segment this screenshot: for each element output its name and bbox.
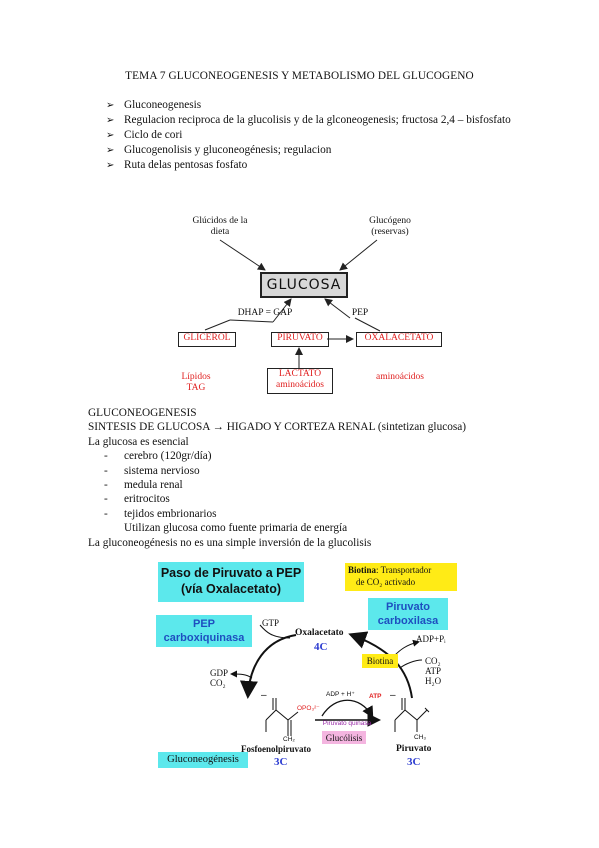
pyruvate-to-pep-diagram: Paso de Piruvato a PEP (vía Oxalacetato)… xyxy=(150,560,460,780)
ch2-label: CH₂ xyxy=(283,736,295,743)
list-item: -medula renal xyxy=(104,479,183,492)
essential-line: La glucosa es esencial xyxy=(88,435,189,448)
gtp-label: GTP xyxy=(262,618,280,628)
glucose-sources-diagram: Glúcidos de la dieta Glucógeno (reservas… xyxy=(165,210,447,400)
glycolysis-box xyxy=(322,731,366,744)
list-item: -sistema nervioso xyxy=(104,464,200,477)
pepck-line-1: PEP xyxy=(192,618,215,630)
adp-pi-label: ADP+Pᵢ xyxy=(416,634,446,644)
section-heading: GLUCONEOGENESIS xyxy=(88,407,197,419)
ch3-label: CH₃ xyxy=(414,734,427,741)
pc-box xyxy=(368,598,448,630)
oxaloacetate-box: OXALACETATO xyxy=(356,332,442,347)
phosphate-label: OPO₃²⁻ xyxy=(297,705,320,712)
pep-product-label: Fosfoenolpiruvato xyxy=(241,744,312,754)
pyruvate-kinase-label: Piruvato quinasa xyxy=(322,720,372,727)
lipids-label: Lípidos TAG xyxy=(181,372,211,393)
amino-acids-label: aminoácidos xyxy=(375,372,424,382)
list-item: -eritrocitos xyxy=(104,493,170,506)
charge-minus-right: – xyxy=(390,690,396,701)
note-line: Utilizan glucosa como fuente primaria de… xyxy=(124,522,348,535)
list-item: -tejidos embrionarios xyxy=(104,507,217,520)
gluconeogenesis-label: Gluconeogénesis xyxy=(167,754,239,765)
atp-red-label: ATP xyxy=(369,693,382,700)
co2-left-label: CO₂ xyxy=(210,678,226,688)
pc-line-2: carboxilasa xyxy=(377,615,439,627)
diagram-arrows xyxy=(204,239,381,368)
oxaloacetate-carbons: 4C xyxy=(314,641,328,653)
topic-list: Gluconeogenesis Regulacion reciproca de … xyxy=(106,98,526,173)
pepck-line-2: carboxiquinasa xyxy=(163,632,245,644)
adp-h-label: ADP + H⁺ xyxy=(326,691,355,698)
oxaloacetate-label: Oxalacetato xyxy=(295,628,344,638)
atp-label: ATP xyxy=(425,666,442,676)
list-item: Glucogenolisis y gluconeogénesis; regula… xyxy=(106,143,526,158)
list-item: Gluconeogenesis xyxy=(106,98,526,113)
dhap-gap-label: DHAP = GAP xyxy=(237,308,293,318)
pep-carbons: 3C xyxy=(274,756,288,768)
pep-label: PEP xyxy=(351,308,369,318)
pyruvate-box: PIRUVATO xyxy=(271,332,329,347)
pc-line-1: Piruvato xyxy=(385,601,430,613)
glycolysis-label: Glucólisis xyxy=(325,733,363,743)
biotina-note-box xyxy=(345,563,457,591)
gluconeogenesis-section: GLUCONEOGENESIS SINTESIS DE GLUCOSA → HI… xyxy=(88,406,466,550)
biotina-box xyxy=(362,654,398,668)
dietary-carbs-label: Glúcidos de la dieta xyxy=(192,216,248,237)
lactate-box: LACTATO aminoácidos xyxy=(267,368,333,394)
list-item: Ruta delas pentosas fosfato xyxy=(106,158,526,173)
title-box xyxy=(158,562,304,602)
glucose-box: GLUCOSA xyxy=(260,272,348,298)
biotina-note: Biotina: Transportador xyxy=(348,565,432,575)
closing-line: La gluconeogénesis no es una simple inve… xyxy=(88,536,372,549)
biotina-note-2: de CO₂ activado xyxy=(356,577,416,587)
glycogen-label: Glucógeno (reservas) xyxy=(369,216,411,237)
gdp-label: GDP xyxy=(210,668,229,678)
synthesis-line: SINTESIS DE GLUCOSA → HIGADO Y CORTEZA R… xyxy=(88,421,467,434)
h2o-label: H₂O xyxy=(425,676,442,686)
glycerol-box: GLICEROL xyxy=(178,332,236,347)
pyruvate-carbons: 3C xyxy=(407,756,421,768)
pepck-box xyxy=(156,615,252,647)
list-item: Ciclo de cori xyxy=(106,128,526,143)
title-line-2: (vía Oxalacetato) xyxy=(180,582,282,596)
biotina-box-label: Biotina xyxy=(366,656,394,666)
list-item: Regulacion reciproca de la glucolisis y … xyxy=(106,113,526,128)
page-title: TEMA 7 GLUCONEOGENESIS Y METABOLISMO DEL… xyxy=(125,70,474,82)
pyruvate-label: Piruvato xyxy=(396,744,432,754)
gluconeogenesis-box xyxy=(158,752,248,768)
co2-label: CO₂ xyxy=(425,656,441,666)
charge-minus: – xyxy=(261,690,267,701)
list-item: -cerebro (120gr/día) xyxy=(104,450,212,463)
title-line-1: Paso de Piruvato a PEP xyxy=(160,566,302,580)
